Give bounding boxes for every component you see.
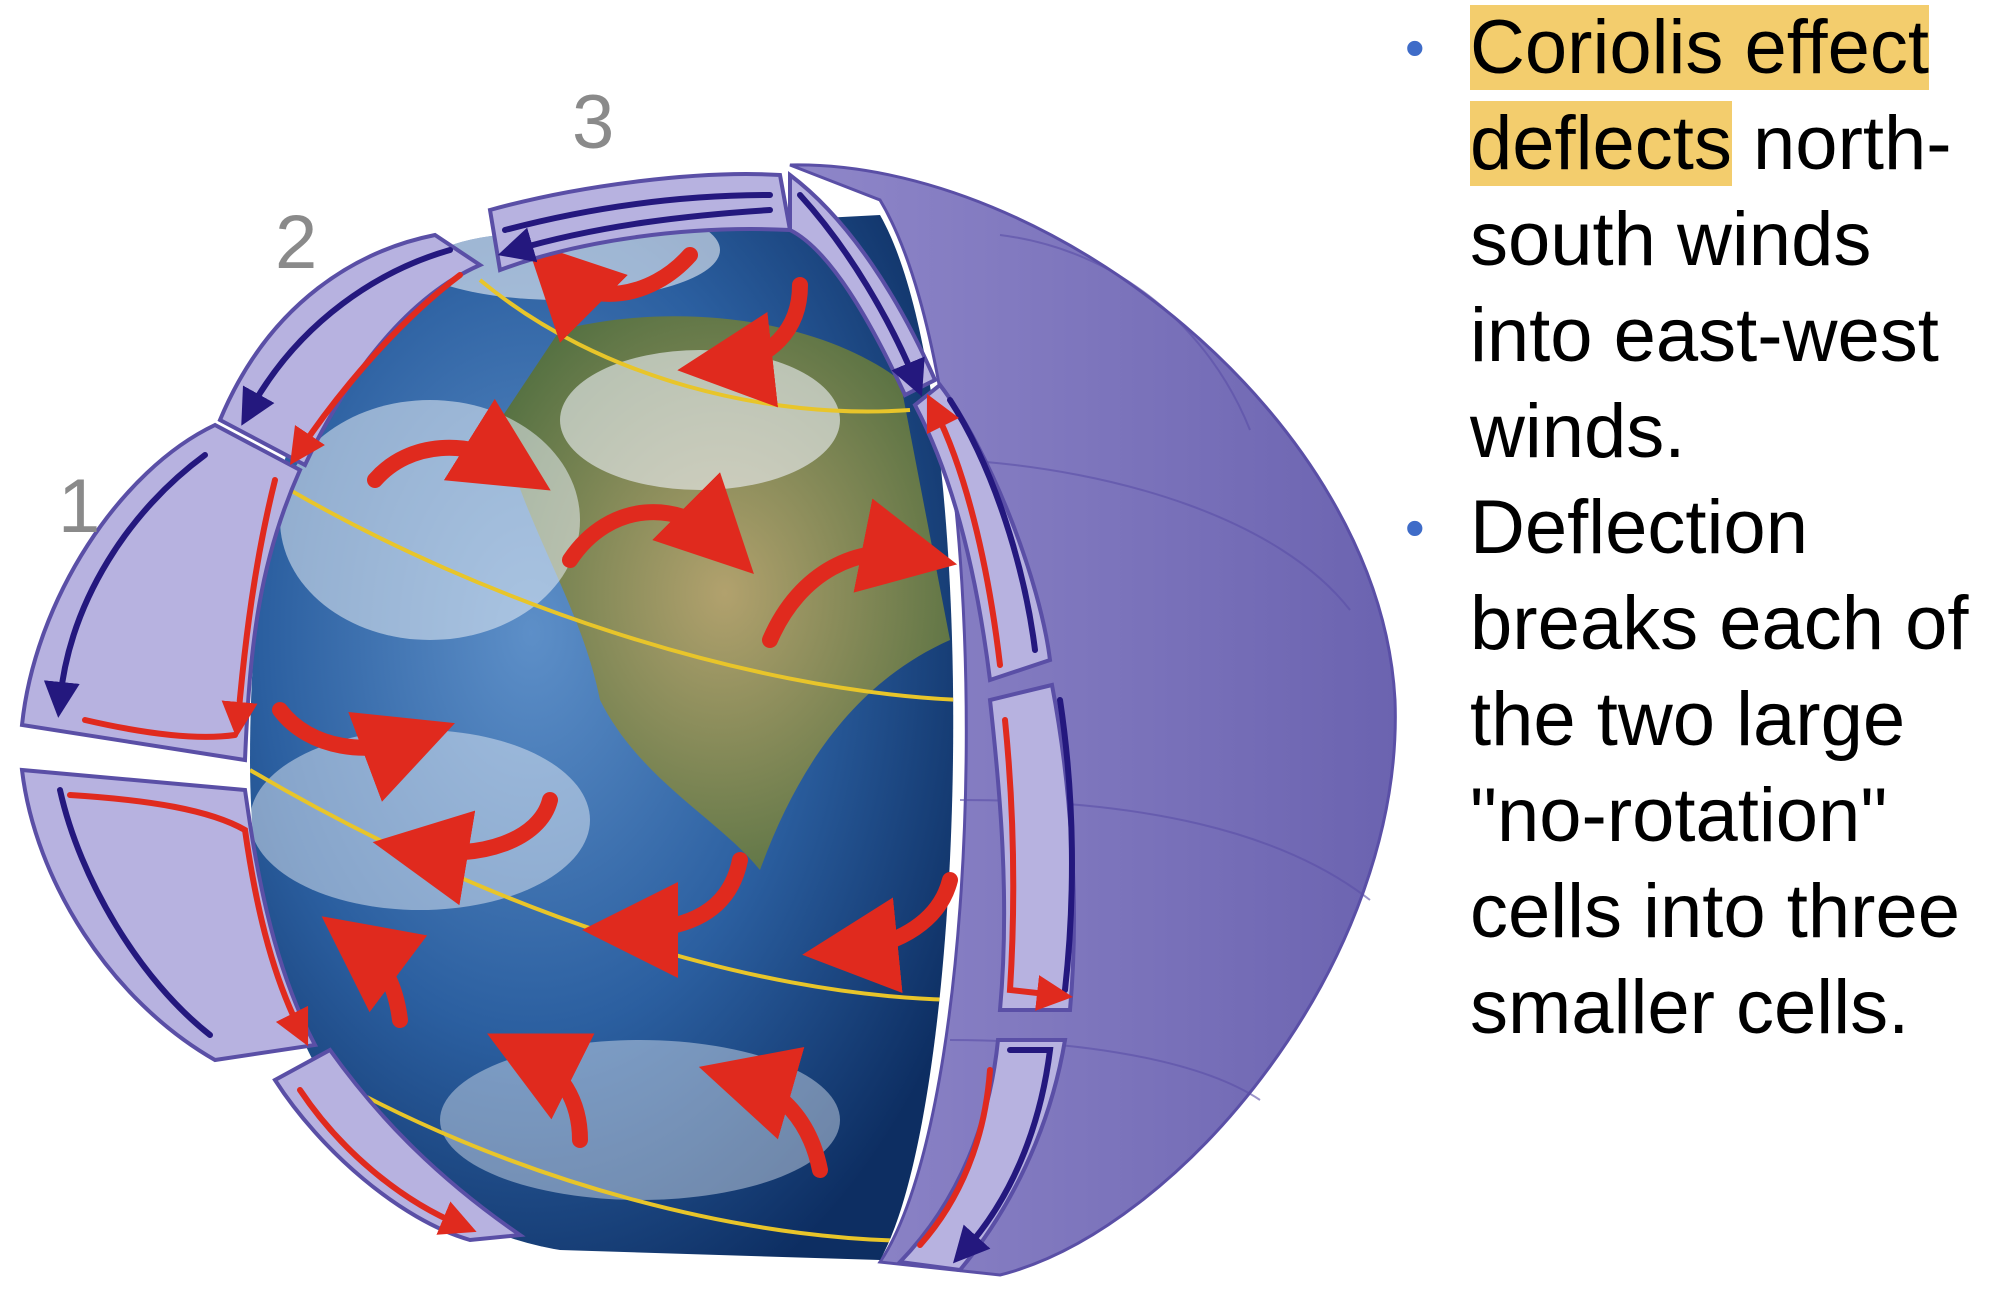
cell-2-south [272,1047,526,1243]
bullet-text: north-south winds into east-west winds. [1470,101,1952,474]
cell-flow-arrows [43,192,1075,1264]
latitude-line [288,488,954,702]
left-circulation-cells [19,172,793,1243]
flow-arrow-blue [43,452,208,718]
bullet-text: Deflection breaks each of the two large … [1470,485,1969,1050]
flow-arrow-blue [497,207,773,263]
wind-arrow [272,702,455,802]
bullet-item-deflection: • Deflection breaks each of the two large… [1395,480,1995,1056]
cell-label-2: 2 [275,200,317,285]
bullet-list: •Coriolis effect deflects north-south wi… [1395,0,1995,1056]
wind-arrow [487,1033,595,1148]
bullet-item-coriolis: •Coriolis effect deflects north-south wi… [1395,0,1995,480]
flow-arrow-blue [947,397,1038,653]
wind-arrow [372,792,558,906]
wind-arrow [562,472,754,574]
flow-arrow-blue [57,787,213,1038]
wind-arrow [802,872,958,993]
wind-arrow [698,1047,828,1178]
flow-arrow-red [1002,717,1073,1011]
bullet-dot-icon: • [1405,16,1425,79]
cell-1-north [19,422,303,763]
flow-arrow-red [67,792,309,1047]
flow-arrow-blue [241,247,453,426]
wind-arrow [526,241,698,343]
latitude-line [298,1058,954,1243]
flow-arrow-blue [797,192,925,397]
flow-arrow-blue [952,1047,1054,1264]
wind-arrow [582,852,748,978]
cell-1-edge-north [987,682,1076,1012]
cell-label-3: 3 [572,80,614,165]
bullet-dot-icon: • [1405,496,1425,559]
flow-arrow-red [917,1067,993,1248]
flow-arrow-blue [502,192,773,233]
surface-wind-arrows [272,241,958,1178]
cell-2-north [217,232,485,468]
cell-label-1: 1 [58,464,100,549]
atmospheric-circulation-diagram: 1 2 3 [19,80,1397,1277]
wind-arrow [321,916,428,1028]
wind-arrow [762,498,958,648]
flow-arrow-red [290,272,463,465]
flow-arrow-red [221,477,278,738]
cell-1-south [19,767,319,1063]
flow-arrow-blue [1057,697,1075,993]
wind-arrow [367,398,551,491]
flow-arrow-red [926,393,1003,668]
flow-arrow-red [297,1087,477,1235]
wind-arrow [677,277,808,408]
